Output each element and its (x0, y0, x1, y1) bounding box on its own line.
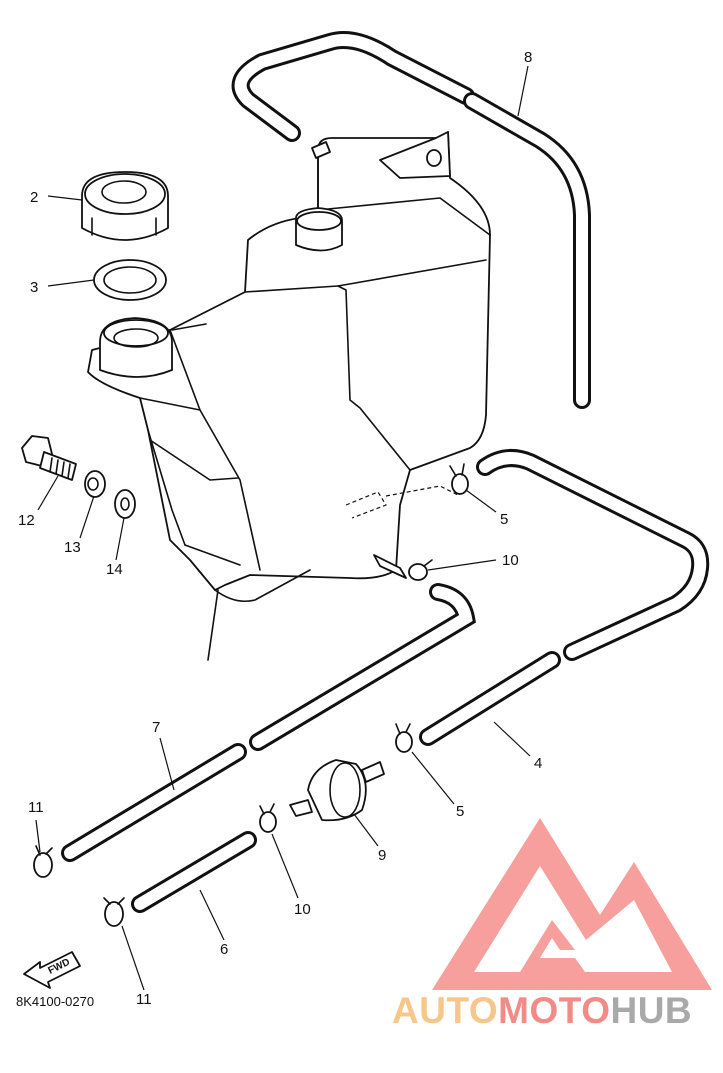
label-14: 14 (106, 561, 123, 578)
hose-6[interactable] (131, 831, 257, 913)
washer[interactable] (114, 489, 136, 519)
watermark-brand: AUTOMOTOHUB (392, 990, 692, 1032)
watermark-part3: HUB (610, 990, 693, 1031)
label-5-upper: 5 (500, 511, 508, 528)
clamp-5-lower[interactable] (395, 723, 413, 753)
label-6: 6 (220, 941, 228, 958)
tank-cap[interactable] (81, 171, 169, 241)
fwd-arrow-icon: FWD (23, 951, 81, 989)
cap-gasket[interactable] (93, 259, 167, 301)
clamp-11-upper[interactable] (33, 845, 53, 878)
label-11-lower: 11 (136, 991, 152, 1008)
clamp-5-upper[interactable] (449, 463, 469, 495)
watermark-part1: AUTO (392, 990, 499, 1031)
label-12: 12 (18, 512, 35, 529)
watermark-logo-icon (432, 818, 712, 990)
label-13: 13 (64, 539, 81, 556)
label-4: 4 (534, 755, 542, 772)
label-9: 9 (378, 847, 386, 864)
drawing-code: 8K4100-0270 (16, 994, 94, 1009)
label-10-lower: 10 (294, 901, 311, 918)
label-5-lower: 5 (456, 803, 464, 820)
clamp-11-lower[interactable] (103, 897, 125, 927)
hose-4[interactable] (419, 651, 561, 746)
part-labels: 2 3 12 13 14 8 5 10 7 4 11 9 5 10 6 11 (18, 49, 542, 1008)
watermark-part2: MOTO (498, 990, 611, 1031)
bolt[interactable] (21, 435, 77, 481)
reservoir-tank[interactable] (87, 131, 491, 661)
hose-8[interactable] (231, 31, 591, 409)
hose-7[interactable] (61, 743, 247, 862)
leader-lines (35, 65, 531, 991)
label-2: 2 (30, 189, 38, 206)
hose-4-bent[interactable] (476, 449, 710, 661)
clamp-10-lower[interactable] (259, 803, 277, 833)
label-8: 8 (524, 49, 532, 66)
fuel-filter[interactable] (289, 759, 385, 822)
label-10-upper: 10 (502, 552, 519, 569)
label-11-upper: 11 (28, 799, 44, 816)
label-3: 3 (30, 279, 38, 296)
clamp-10-upper[interactable] (408, 559, 433, 581)
hose-7-bent[interactable] (249, 583, 476, 751)
collar[interactable] (84, 470, 106, 498)
label-7: 7 (152, 719, 160, 736)
